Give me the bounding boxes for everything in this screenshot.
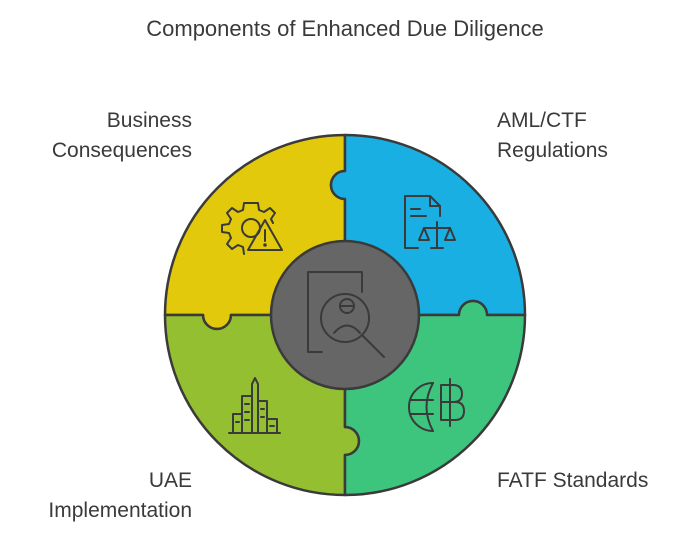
label-line: Consequences xyxy=(51,139,192,162)
city-buildings-icon xyxy=(228,377,281,434)
label-line: UAE xyxy=(148,469,192,492)
person-search-icon xyxy=(307,271,385,358)
label-line: Implementation xyxy=(48,499,192,522)
label-line: AML/CTF xyxy=(497,109,587,132)
label-uae-implementation: UAE Implementation xyxy=(48,466,192,526)
gear-warning-icon xyxy=(221,202,283,255)
label-fatf-standards: FATF Standards xyxy=(497,466,648,496)
center-circle xyxy=(269,239,421,391)
label-business-consequences: Business Consequences xyxy=(52,106,192,166)
label-aml-ctf-regulations: AML/CTF Regulations xyxy=(497,106,608,166)
document-scale-icon xyxy=(404,195,456,249)
globe-baht-icon xyxy=(408,378,465,432)
label-line: Business xyxy=(106,109,192,132)
label-line: Regulations xyxy=(497,139,608,162)
diagram-title: Components of Enhanced Due Diligence xyxy=(146,16,544,41)
label-line: FATF Standards xyxy=(497,469,649,492)
